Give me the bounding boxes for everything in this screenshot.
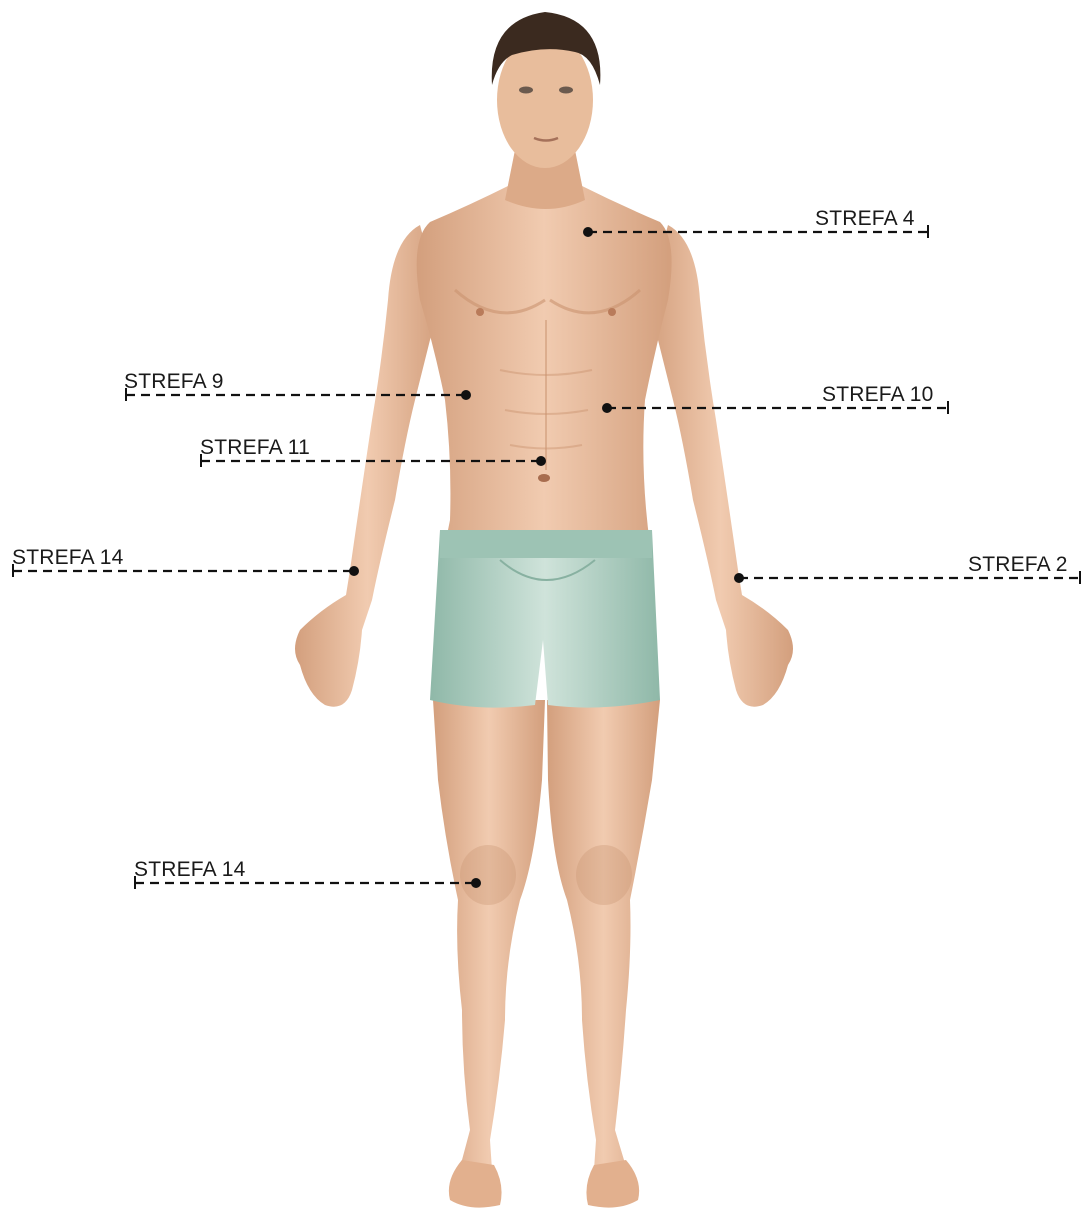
right-foot <box>586 1160 639 1208</box>
zone-label-text: STREFA 14 <box>134 858 246 881</box>
zone-label-text: STREFA 4 <box>815 207 915 230</box>
right-arm-viewer-left <box>295 225 440 707</box>
zone-label-text: STREFA 9 <box>124 370 224 393</box>
zone-label-text: STREFA 14 <box>12 546 124 569</box>
zone-marker <box>349 566 359 576</box>
left-arm-viewer-right <box>648 225 793 707</box>
zone-marker <box>602 403 612 413</box>
zone-marker <box>471 878 481 888</box>
zone-label-strefa-14-knee: STREFA 14 <box>134 858 481 889</box>
zone-marker <box>461 390 471 400</box>
left-foot <box>449 1160 502 1208</box>
zone-label-strefa-10: STREFA 10 <box>602 383 948 414</box>
zone-label-strefa-14-wrist: STREFA 14 <box>12 546 359 577</box>
right-leg <box>547 700 660 1188</box>
torso <box>417 185 672 545</box>
left-leg <box>433 700 545 1188</box>
zone-marker <box>536 456 546 466</box>
zone-label-text: STREFA 10 <box>822 383 934 406</box>
zone-marker <box>583 227 593 237</box>
zone-label-text: STREFA 2 <box>968 553 1068 576</box>
shorts-waistband <box>440 530 652 558</box>
human-figure <box>295 12 793 1208</box>
zone-label-strefa-2: STREFA 2 <box>734 553 1080 584</box>
zone-label-text: STREFA 11 <box>200 436 310 459</box>
zone-marker <box>734 573 744 583</box>
